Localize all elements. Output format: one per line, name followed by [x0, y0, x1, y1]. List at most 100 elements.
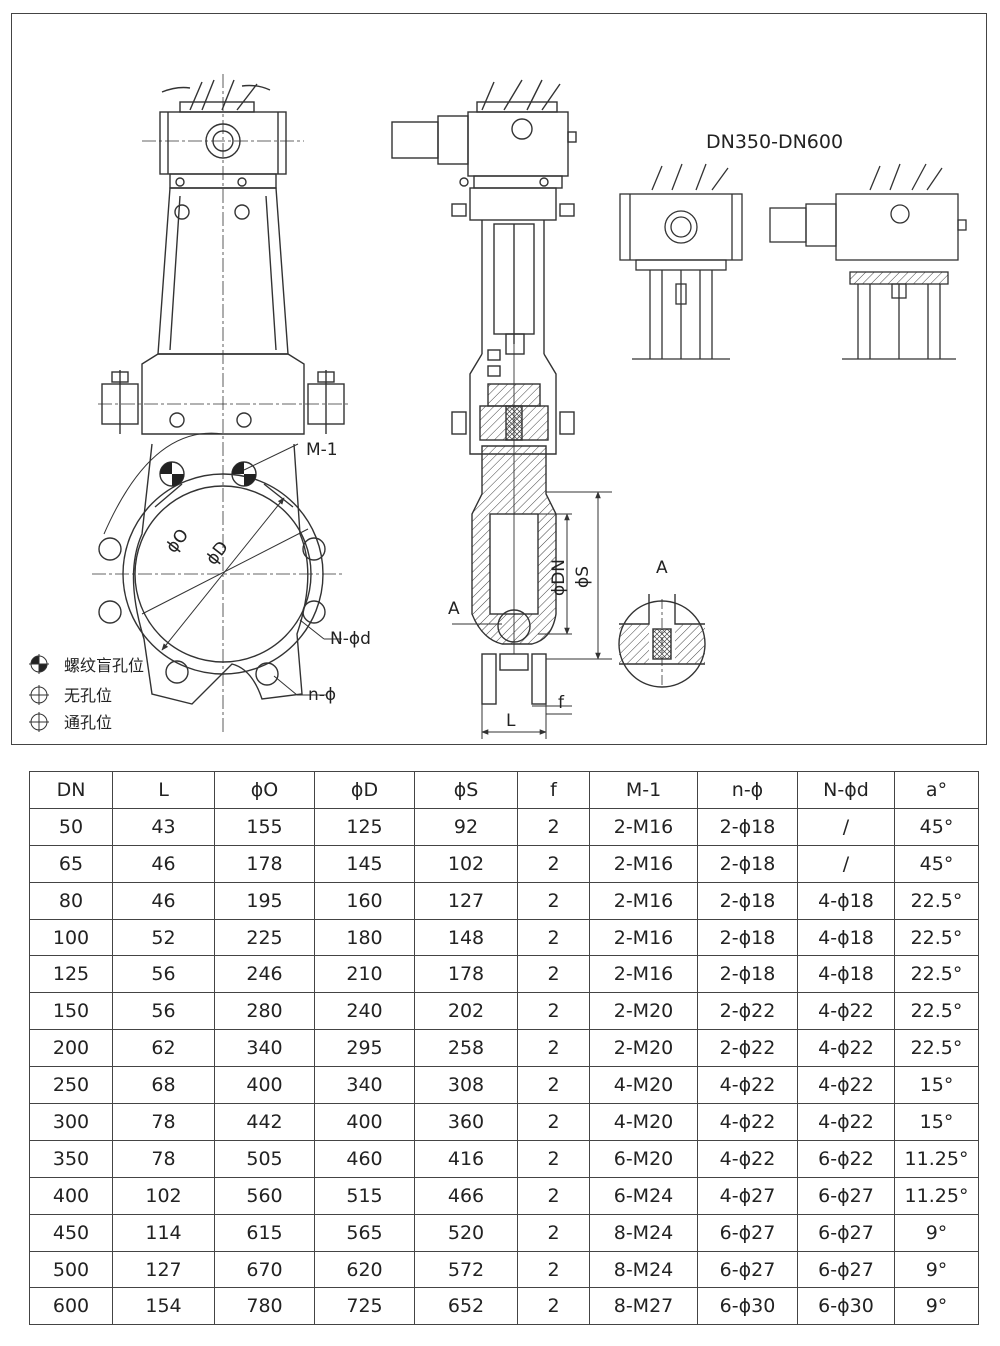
table-cell: 127 — [414, 881, 518, 920]
table-cell: 9° — [894, 1250, 979, 1289]
large-side-actuator — [769, 163, 967, 360]
table-cell: 4-ϕ18 — [797, 881, 895, 920]
table-cell: 45° — [894, 844, 979, 883]
table-cell: 520 — [414, 1213, 518, 1252]
table-cell: 2-M20 — [589, 1029, 698, 1068]
column-header: a° — [894, 771, 979, 809]
table-cell: 2-ϕ18 — [697, 955, 798, 994]
table-cell: 360 — [414, 1103, 518, 1141]
table-cell: 80 — [29, 881, 113, 920]
table-cell: 2 — [517, 881, 590, 920]
table-cell: 43 — [112, 807, 215, 846]
dim-phi-s: ϕS — [573, 566, 593, 588]
table-cell: 11.25° — [894, 1139, 979, 1178]
table-cell: 340 — [214, 1029, 315, 1068]
table-cell: 350 — [29, 1139, 113, 1178]
table-cell: 400 — [214, 1066, 315, 1105]
table-cell: 4-ϕ22 — [797, 1066, 895, 1105]
table-cell: 2-M16 — [589, 807, 698, 846]
table-cell: 4-ϕ27 — [697, 1176, 798, 1215]
side-actuator — [391, 79, 577, 189]
legend-label-threaded: 螺纹盲孔位 — [64, 656, 144, 675]
table-cell: 258 — [414, 1029, 518, 1068]
table-cell: 620 — [314, 1250, 415, 1289]
table-cell: 6-ϕ30 — [797, 1287, 895, 1326]
table-cell: 202 — [414, 992, 518, 1031]
drawing-labels: DN350-DN600 M-1 ϕO ϕD N-ϕd n-ϕ ϕDN ϕS A … — [64, 131, 843, 732]
table-cell: 125 — [314, 807, 415, 846]
table-cell: 725 — [314, 1287, 415, 1326]
dim-phi-dn: ϕDN — [549, 559, 569, 596]
table-cell: 246 — [214, 955, 315, 994]
front-view — [92, 74, 348, 734]
table-cell: 500 — [29, 1250, 113, 1289]
table-cell: 180 — [314, 918, 415, 957]
large-front-actuator — [619, 163, 743, 360]
table-cell: 450 — [29, 1213, 113, 1252]
table-cell: 210 — [314, 955, 415, 994]
table-cell: 572 — [414, 1250, 518, 1289]
table-cell: 615 — [214, 1213, 315, 1252]
table-cell: / — [797, 807, 895, 846]
table-cell: 62 — [112, 1029, 215, 1068]
table-cell: 4-ϕ18 — [797, 955, 895, 994]
column-header: ϕS — [414, 771, 518, 809]
table-cell: 4-ϕ22 — [697, 1139, 798, 1178]
table-cell: 15° — [894, 1066, 979, 1105]
table-cell: 2 — [517, 1176, 590, 1215]
table-cell: 2-ϕ18 — [697, 918, 798, 957]
table-cell: / — [797, 844, 895, 883]
side-body — [471, 224, 557, 705]
table-cell: 2 — [517, 1250, 590, 1289]
table-cell: 68 — [112, 1066, 215, 1105]
table-cell: 2 — [517, 807, 590, 846]
legend-label-no-hole: 无孔位 — [64, 686, 112, 705]
table-cell: 2-M16 — [589, 844, 698, 883]
front-centerlines — [92, 74, 348, 734]
table-cell: 195 — [214, 881, 315, 920]
table-cell: 154 — [112, 1287, 215, 1326]
dim-phi-o: ϕO — [162, 525, 193, 557]
table-cell: 160 — [314, 881, 415, 920]
table-cell: 240 — [314, 992, 415, 1031]
table-cell: 6-ϕ27 — [797, 1176, 895, 1215]
table-cell: 4-ϕ22 — [797, 1103, 895, 1141]
table-cell: 78 — [112, 1103, 215, 1141]
table-cell: 4-M20 — [589, 1103, 698, 1141]
front-actuator — [159, 111, 287, 189]
dim-l: L — [506, 711, 516, 731]
legend-label-through: 通孔位 — [64, 713, 112, 732]
table-cell: 46 — [112, 844, 215, 883]
table-cell: 22.5° — [894, 955, 979, 994]
front-dimension-lines — [103, 432, 342, 696]
table-cell: 600 — [29, 1287, 113, 1326]
table-cell: 2-M16 — [589, 881, 698, 920]
column-header: M-1 — [589, 771, 698, 809]
table-cell: 148 — [414, 918, 518, 957]
table-cell: 56 — [112, 955, 215, 994]
table-cell: 250 — [29, 1066, 113, 1105]
table-cell: 6-ϕ27 — [797, 1250, 895, 1289]
table-cell: 56 — [112, 992, 215, 1031]
table-cell: 4-ϕ22 — [697, 1066, 798, 1105]
column-header: f — [517, 771, 590, 809]
table-cell: 416 — [414, 1139, 518, 1178]
threaded-hole-marks — [160, 462, 256, 486]
large-size-views — [619, 163, 967, 360]
table-cell: 225 — [214, 918, 315, 957]
table-cell: 2 — [517, 918, 590, 957]
table-cell: 114 — [112, 1213, 215, 1252]
table-cell: 178 — [214, 844, 315, 883]
dim-n-phi-d: N-ϕd — [330, 629, 371, 649]
column-header: ϕD — [314, 771, 415, 809]
table-cell: 466 — [414, 1176, 518, 1215]
column-header: n-ϕ — [697, 771, 798, 809]
